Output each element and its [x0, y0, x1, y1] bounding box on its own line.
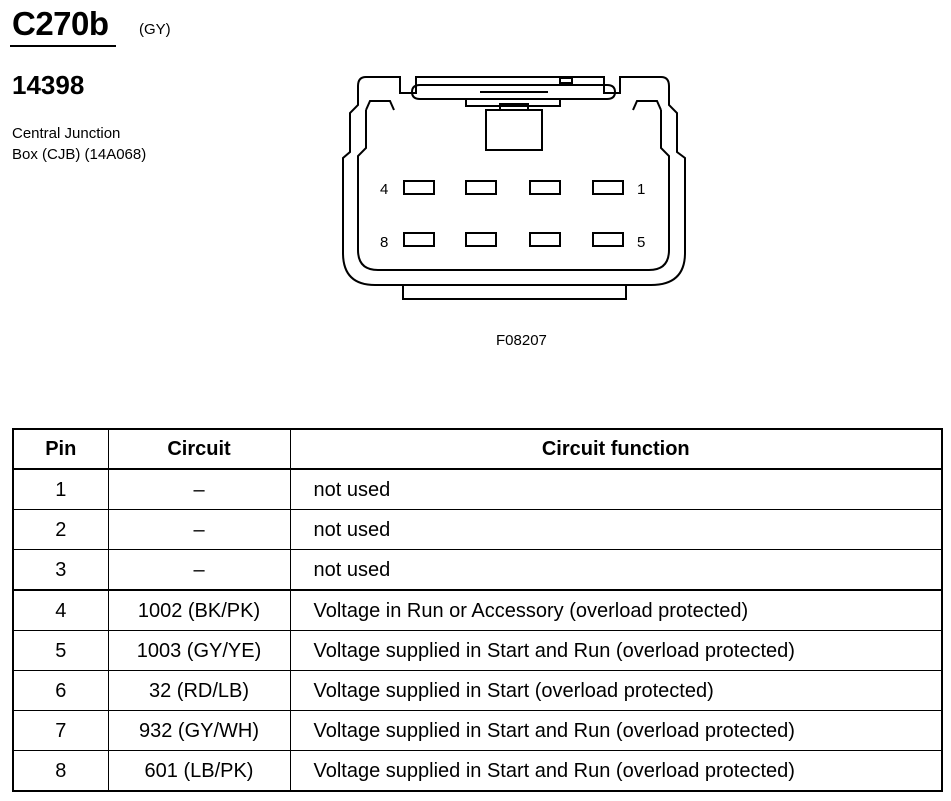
function-cell: not used	[289, 549, 943, 591]
circuit-cell: –	[107, 468, 291, 510]
table-row: 4 1002 (BK/PK) Voltage in Run or Accesso…	[12, 589, 943, 631]
function-cell: not used	[289, 509, 943, 550]
pin-cavity-4	[403, 180, 435, 195]
circuit-cell: –	[107, 509, 291, 550]
table-row: 2 – not used	[12, 509, 943, 550]
pin-cell: 8	[12, 750, 109, 792]
connector-title: C270b	[12, 5, 109, 42]
table-row: 1 – not used	[12, 468, 943, 510]
pin-cell: 6	[12, 670, 109, 711]
pin-cavity-1	[592, 180, 624, 195]
lock-tab	[465, 99, 561, 107]
header-pin: Pin	[12, 428, 109, 470]
part-number: 14398	[12, 70, 85, 100]
function-cell: Voltage supplied in Start and Run (overl…	[289, 710, 943, 751]
component-location: Central Junction Box (CJB) (14A068)	[12, 123, 146, 165]
pin-cavity-8	[403, 232, 435, 247]
pin-cavity-5	[592, 232, 624, 247]
pin-cavity-2	[529, 180, 561, 195]
pin-cell: 5	[12, 630, 109, 671]
bottom-lug	[402, 285, 627, 300]
pin-cavity-6	[529, 232, 561, 247]
circuit-cell: 1002 (BK/PK)	[107, 589, 291, 631]
table-row: 7 932 (GY/WH) Voltage supplied in Start …	[12, 710, 943, 751]
function-cell: Voltage in Run or Accessory (overload pr…	[289, 589, 943, 631]
pin-cavity-3	[465, 180, 497, 195]
function-cell: Voltage supplied in Start and Run (overl…	[289, 750, 943, 792]
function-cell: not used	[289, 468, 943, 510]
pin-label-1: 1	[637, 181, 645, 198]
location-line-2: Box (CJB) (14A068)	[12, 146, 147, 163]
table-row: 3 – not used	[12, 549, 943, 591]
connector-color: (GY)	[139, 21, 171, 38]
table-header-row: Pin Circuit Circuit function	[12, 428, 943, 470]
table-row: 6 32 (RD/LB) Voltage supplied in Start (…	[12, 670, 943, 711]
title-underline	[10, 45, 116, 47]
table-row: 8 601 (LB/PK) Voltage supplied in Start …	[12, 750, 943, 792]
connector-face-diagram: 4 1 8 5	[342, 76, 686, 300]
pin-cell: 1	[12, 468, 109, 510]
table-row: 5 1003 (GY/YE) Voltage supplied in Start…	[12, 630, 943, 671]
top-latch-band	[410, 84, 617, 100]
header-circuit-function: Circuit function	[289, 428, 943, 470]
right-latch-arm	[648, 110, 670, 271]
pin-cell: 3	[12, 549, 109, 591]
pin-cavity-7	[465, 232, 497, 247]
pin-cell: 2	[12, 509, 109, 550]
pin-cell: 7	[12, 710, 109, 751]
location-line-1: Central Junction	[12, 125, 121, 142]
connector-housing	[342, 76, 686, 286]
circuit-cell: 1003 (GY/YE)	[107, 630, 291, 671]
circuit-cell: –	[107, 549, 291, 591]
pin-label-8: 8	[380, 234, 388, 251]
pinout-table: Pin Circuit Circuit function 1 – not use…	[12, 428, 943, 792]
function-cell: Voltage supplied in Start (overload prot…	[289, 670, 943, 711]
left-latch-arm	[357, 110, 379, 271]
circuit-cell: 32 (RD/LB)	[107, 670, 291, 711]
figure-id: F08207	[496, 332, 547, 349]
function-cell: Voltage supplied in Start and Run (overl…	[289, 630, 943, 671]
circuit-cell: 601 (LB/PK)	[107, 750, 291, 792]
pin-label-5: 5	[637, 234, 645, 251]
lock-window	[485, 109, 543, 151]
circuit-cell: 932 (GY/WH)	[107, 710, 291, 751]
pin-label-4: 4	[380, 181, 388, 198]
pin-cell: 4	[12, 589, 109, 631]
header-circuit: Circuit	[107, 428, 291, 470]
